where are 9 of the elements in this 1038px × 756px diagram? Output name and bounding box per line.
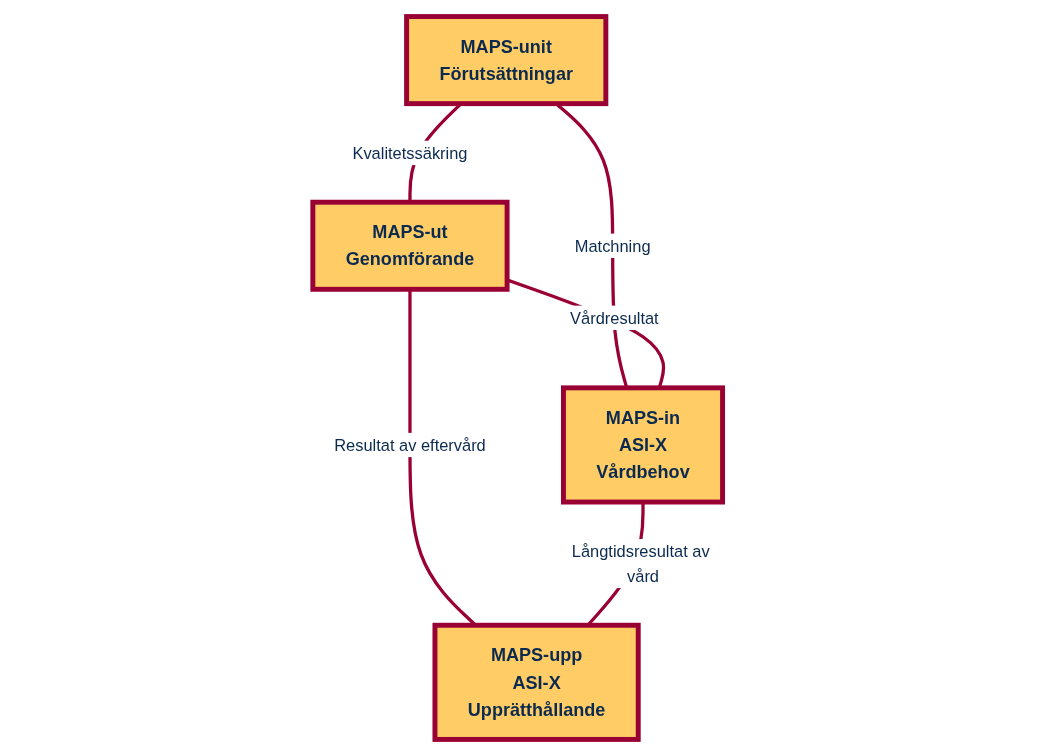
node-box: MAPS-ut Genomförande — [310, 199, 510, 292]
edge-label: Matchning — [574, 236, 651, 255]
node-box: MAPS-upp ASI-X Upprätthållande — [432, 622, 641, 742]
node-box: MAPS-in ASI-X Vårdbehov — [561, 385, 726, 505]
edge-label: Långtidsresultat av vård — [571, 542, 710, 585]
edge-label: Vårdresultat — [570, 308, 659, 327]
node-box: MAPS-unit Förutsättningar — [404, 14, 609, 107]
edge-label: Resultat av eftervård — [334, 435, 486, 454]
edge-label: Kvalitetssäkring — [352, 143, 468, 162]
